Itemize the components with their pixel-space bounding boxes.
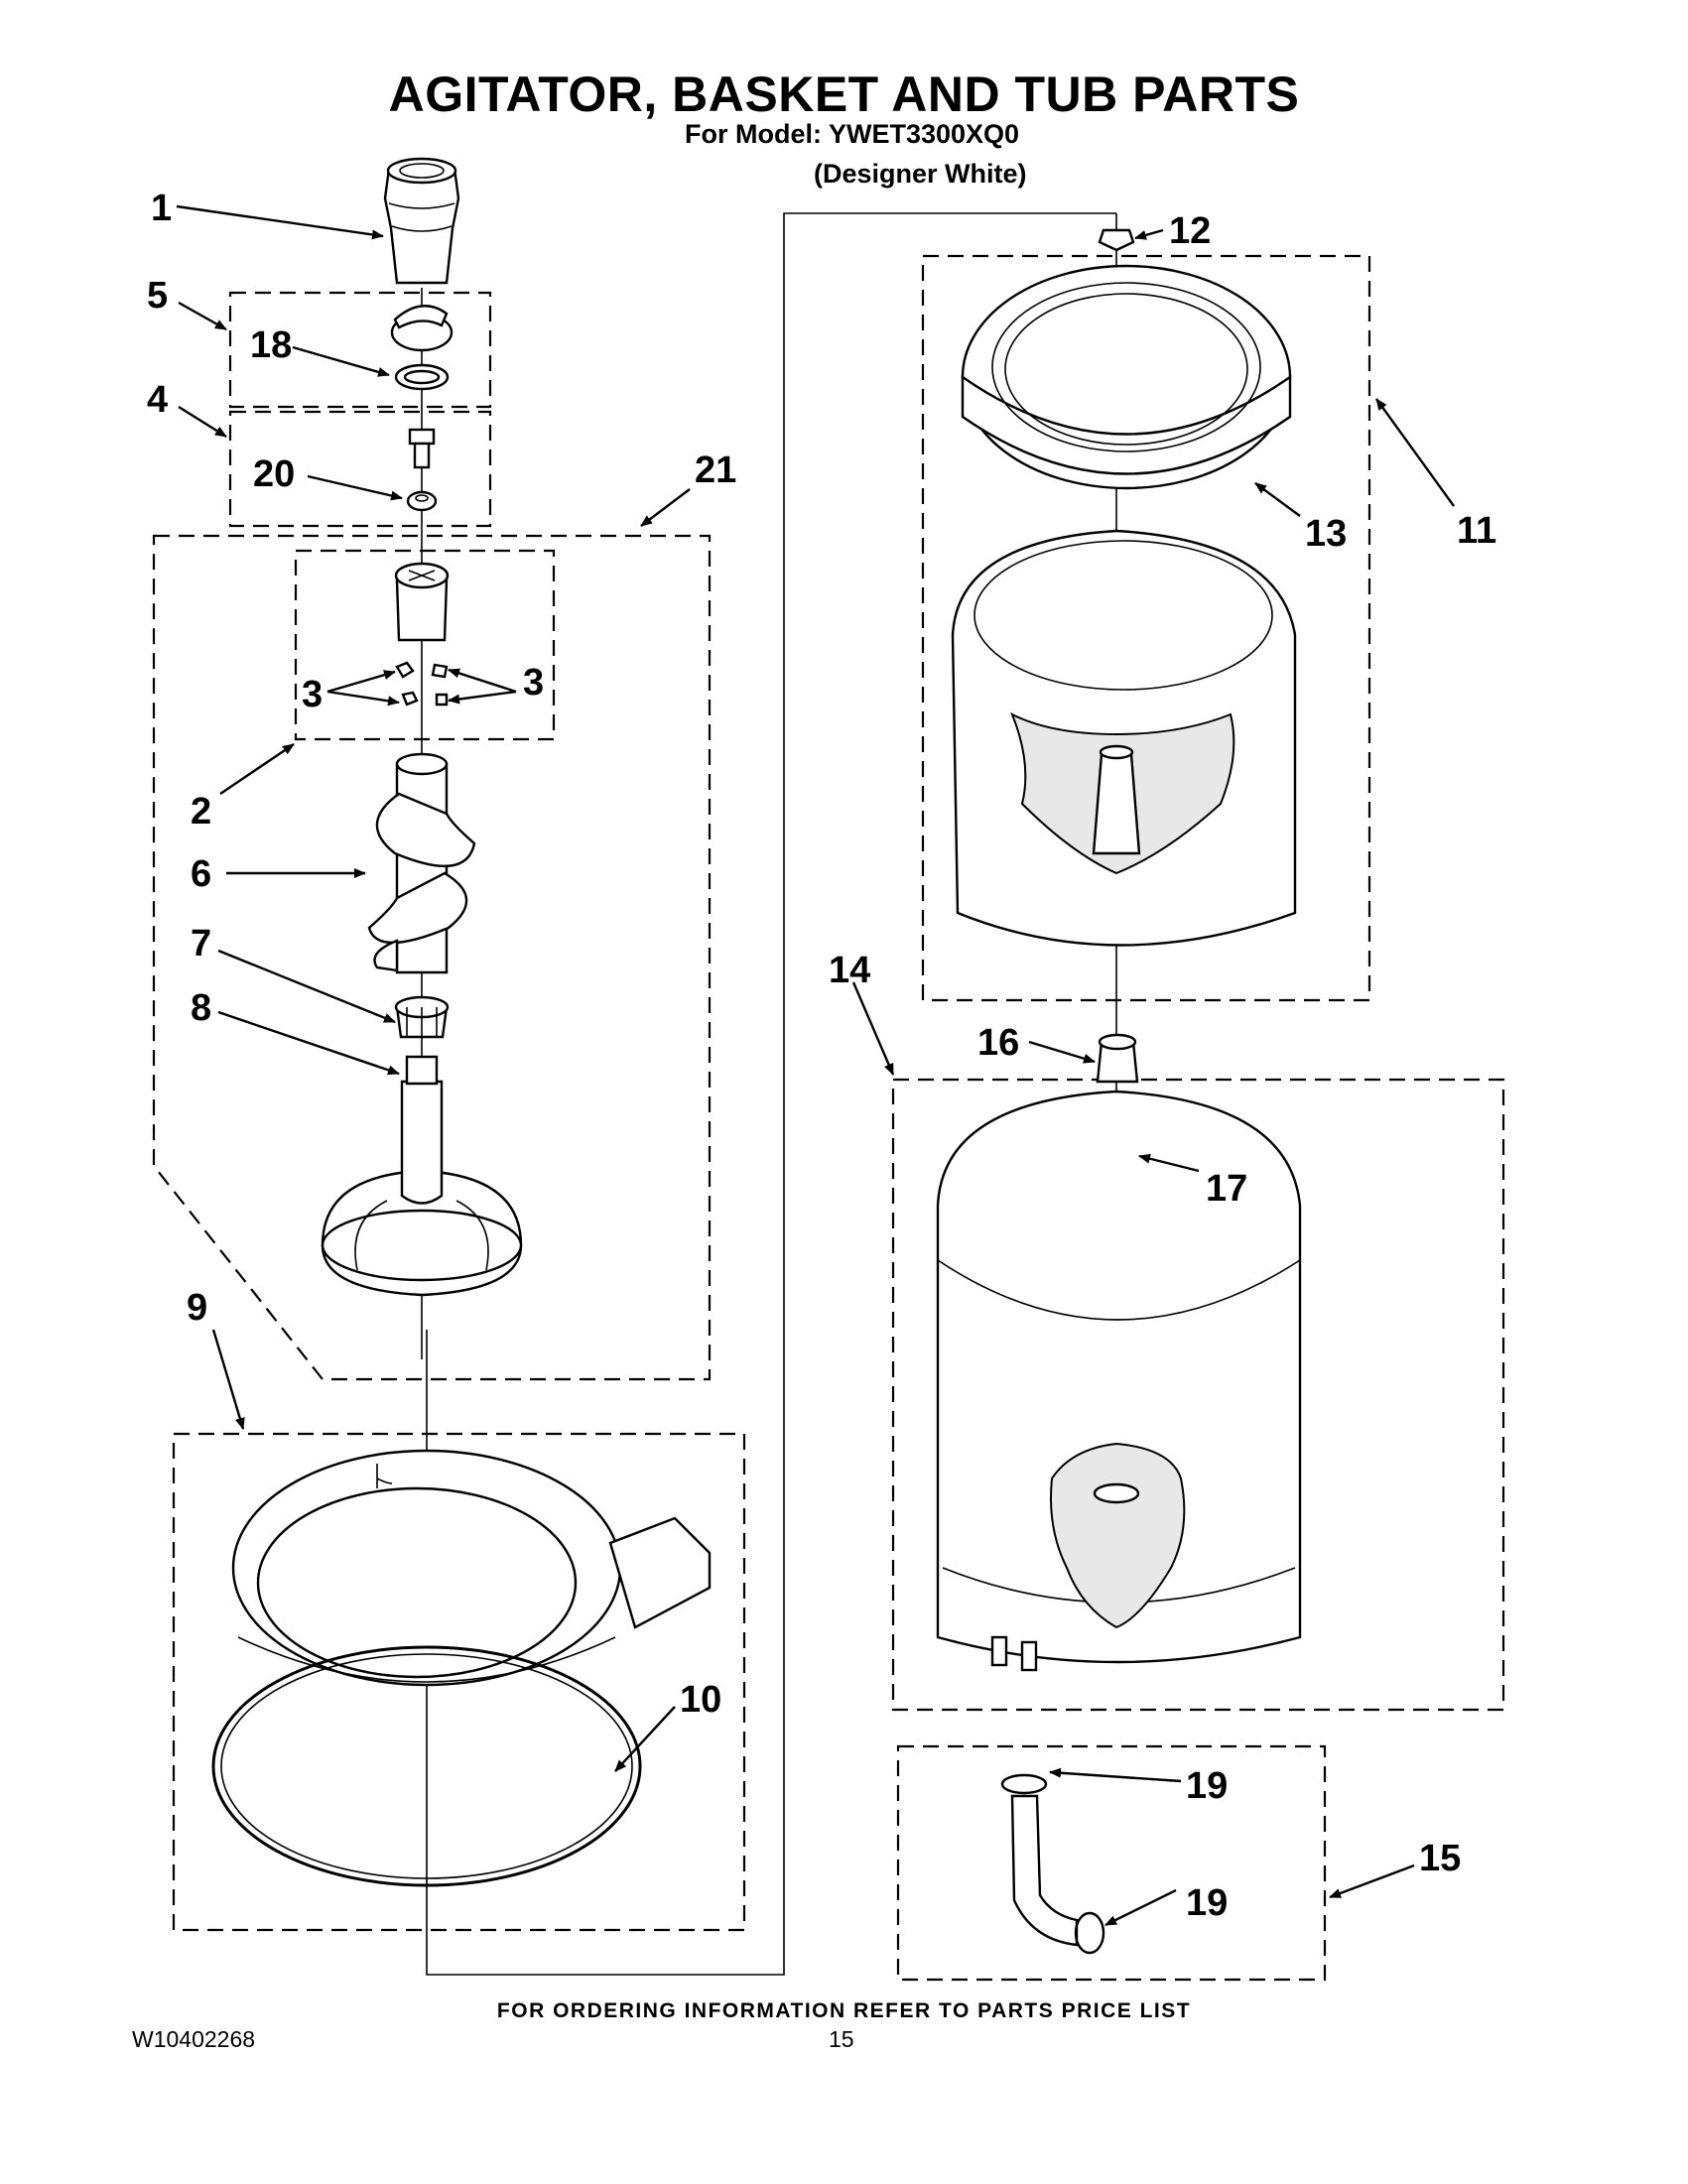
- callout-labels: 1 5 18 4 20 21 3 3 2 6 7 8 9 10 12 13 11…: [147, 188, 1496, 1924]
- group-box-21: [152, 534, 712, 1381]
- callout-18: 18: [250, 324, 292, 366]
- drive-bell-part: [394, 995, 450, 1039]
- callout-12: 12: [1169, 210, 1211, 252]
- callout-1: 1: [151, 188, 172, 229]
- cap-assembly-part: [390, 305, 454, 352]
- drive-hub-part: [1096, 1033, 1139, 1084]
- callout-16: 16: [977, 1022, 1019, 1064]
- outer-tub-part: [936, 1090, 1302, 1672]
- callout-21: 21: [695, 450, 736, 491]
- seal-ring-part: [394, 363, 450, 391]
- callout-14: 14: [829, 950, 870, 991]
- callout-19-bottom: 19: [1186, 1882, 1228, 1924]
- group-box-9: [172, 1432, 746, 1932]
- callout-2: 2: [191, 791, 211, 833]
- wash-basket-part: [951, 529, 1297, 947]
- group-box-5: [228, 291, 492, 409]
- page-title: AGITATOR, BASKET AND TUB PARTS: [388, 66, 1300, 122]
- callout-6: 6: [191, 853, 211, 895]
- assembly-connector-line: [426, 212, 1116, 1976]
- leader-lines: [176, 204, 1455, 1927]
- callout-3-left: 3: [302, 674, 323, 715]
- callout-13: 13: [1305, 513, 1347, 555]
- callout-3-right: 3: [523, 662, 544, 704]
- callout-17: 17: [1206, 1168, 1247, 1210]
- callout-20: 20: [253, 453, 295, 495]
- group-box-11: [921, 254, 1371, 1002]
- callout-4: 4: [147, 379, 168, 421]
- tub-clamp-ring-part: [211, 1645, 642, 1887]
- group-box-14: [891, 1078, 1505, 1712]
- callout-11: 11: [1457, 510, 1496, 552]
- agitator-cam-part: [394, 562, 450, 642]
- agitator-cap-part: [383, 157, 460, 285]
- agitator-base-part: [321, 1055, 523, 1297]
- basket-nut-part: [1098, 228, 1135, 252]
- callout-15: 15: [1419, 1838, 1461, 1879]
- drain-hose-part: [1010, 1794, 1079, 1947]
- callout-9: 9: [187, 1287, 207, 1329]
- callout-19-top: 19: [1186, 1765, 1228, 1807]
- tub-ring-part: [231, 1449, 712, 1687]
- callout-10: 10: [680, 1679, 721, 1721]
- hose-clamp-top-part: [1000, 1773, 1048, 1795]
- hose-clamp-bottom-part: [1074, 1911, 1105, 1955]
- agitator-dogs-part: [395, 661, 449, 707]
- page-number: 15: [829, 2026, 854, 2052]
- bolt-part: [408, 428, 436, 469]
- callout-8: 8: [191, 987, 211, 1029]
- group-box-4: [228, 410, 492, 528]
- callout-7: 7: [191, 923, 211, 964]
- document-number: W10402268: [132, 2026, 256, 2052]
- group-box-15: [896, 1744, 1327, 1982]
- auger-part: [367, 752, 476, 974]
- washer-part: [406, 490, 438, 512]
- model-line: For Model: YWET3300XQ0: [685, 119, 1020, 149]
- ordering-note: FOR ORDERING INFORMATION REFER TO PARTS …: [496, 1999, 1192, 2022]
- callout-5: 5: [147, 275, 168, 317]
- group-box-2: [294, 549, 556, 741]
- balance-ring-part: [961, 264, 1292, 490]
- model-variant: (Designer White): [814, 159, 1027, 189]
